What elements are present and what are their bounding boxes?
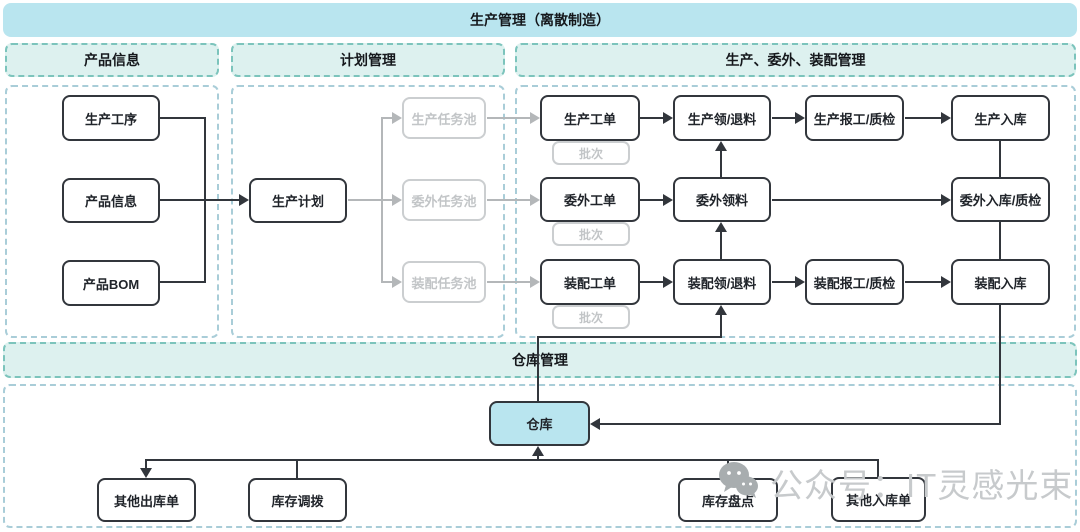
node-production-task-pool: 生产任务池 [402,97,486,139]
node-assembly-issue-return: 装配领/退料 [673,259,771,305]
node-batch-outsource: 批次 [552,222,630,246]
node-production-process: 生产工序 [62,95,160,141]
node-outsource-issue: 委外领料 [673,177,771,222]
connector-line [145,459,879,461]
node-inventory-stocktake: 库存盘点 [678,478,778,522]
node-product-info: 产品信息 [62,178,160,223]
arrowhead [140,468,152,478]
top-banner-title: 生产管理（离散制造） [3,3,1077,37]
arrowhead [941,276,951,288]
connector-line [640,117,664,119]
node-assembly-task-pool: 装配任务池 [402,261,486,303]
node-assembly-inbound: 装配入库 [951,259,1050,305]
node-production-issue-return: 生产领/退料 [673,95,771,141]
arrowhead-gray [392,276,402,288]
connector-line [537,337,539,402]
arrowhead [239,194,249,206]
section-header-warehouse: 仓库管理 [3,342,1077,378]
connector-line [640,199,664,201]
connector-line [720,315,722,338]
node-production-order: 生产工单 [540,95,640,141]
arrowhead-gray [530,276,540,288]
node-assembly-order: 装配工单 [540,259,640,305]
arrowhead [795,112,805,124]
connector-line [640,281,664,283]
node-batch-assembly: 批次 [552,305,630,329]
connector-line [296,459,298,478]
section-header-product-info: 产品信息 [5,43,219,77]
connector-line [905,117,942,119]
node-assembly-report-qc: 装配报工/质检 [805,259,904,305]
arrowhead [663,276,673,288]
connector-line [772,281,796,283]
node-outsource-inbound-qc: 委外入库/质检 [951,177,1050,222]
node-batch-production: 批次 [552,141,630,165]
arrowhead [715,141,727,151]
connector-line [159,281,206,283]
section-header-plan: 计划管理 [231,43,505,77]
arrowhead-gray [530,194,540,206]
connector-line-gray [348,199,393,201]
node-product-bom: 产品BOM [62,260,160,306]
connector-line [159,117,206,119]
connector-line [905,281,942,283]
arrowhead [663,112,673,124]
arrowhead [715,222,727,232]
node-other-outbound: 其他出库单 [97,478,196,522]
section-header-production: 生产、委外、装配管理 [515,43,1076,77]
connector-line [600,423,1001,425]
arrowhead [590,418,600,430]
arrowhead [715,305,727,315]
connector-line-gray [381,117,393,119]
arrowhead-gray [530,112,540,124]
connector-line [999,222,1001,260]
connector-line [999,141,1001,178]
arrowhead [941,194,951,206]
watermark: 公众号：IT灵感光束 [716,458,1073,507]
node-inventory-transfer: 库存调拨 [248,478,347,522]
connector-line [772,199,942,201]
arrowhead [532,446,544,456]
connector-line [772,117,796,119]
connector-line [720,151,722,178]
arrowhead [941,112,951,124]
node-production-plan: 生产计划 [249,178,347,223]
connector-line-gray [381,281,393,283]
node-outsource-task-pool: 委外任务池 [402,179,486,221]
node-other-inbound: 其他入库单 [831,477,926,522]
connector-line-gray [487,281,530,283]
watermark-text: 公众号：IT灵感光束 [770,466,1074,504]
connector-line [720,232,722,260]
connector-line-gray [487,117,530,119]
connector-line [145,459,147,468]
node-warehouse: 仓库 [489,401,590,446]
connector-line [537,336,722,338]
connector-line [159,199,240,201]
connector-line-gray [381,117,383,283]
arrowhead-gray [392,194,402,206]
wechat-icon [716,458,760,507]
node-outsource-order: 委外工单 [540,177,640,222]
node-production-report-qc: 生产报工/质检 [805,95,904,141]
arrowhead-gray [392,112,402,124]
connector-line [999,305,1001,425]
connector-line [537,456,539,460]
arrowhead [795,276,805,288]
connector-line [877,459,879,477]
node-production-inbound: 生产入库 [951,95,1050,141]
arrowhead [663,194,673,206]
connector-line-gray [487,199,530,201]
